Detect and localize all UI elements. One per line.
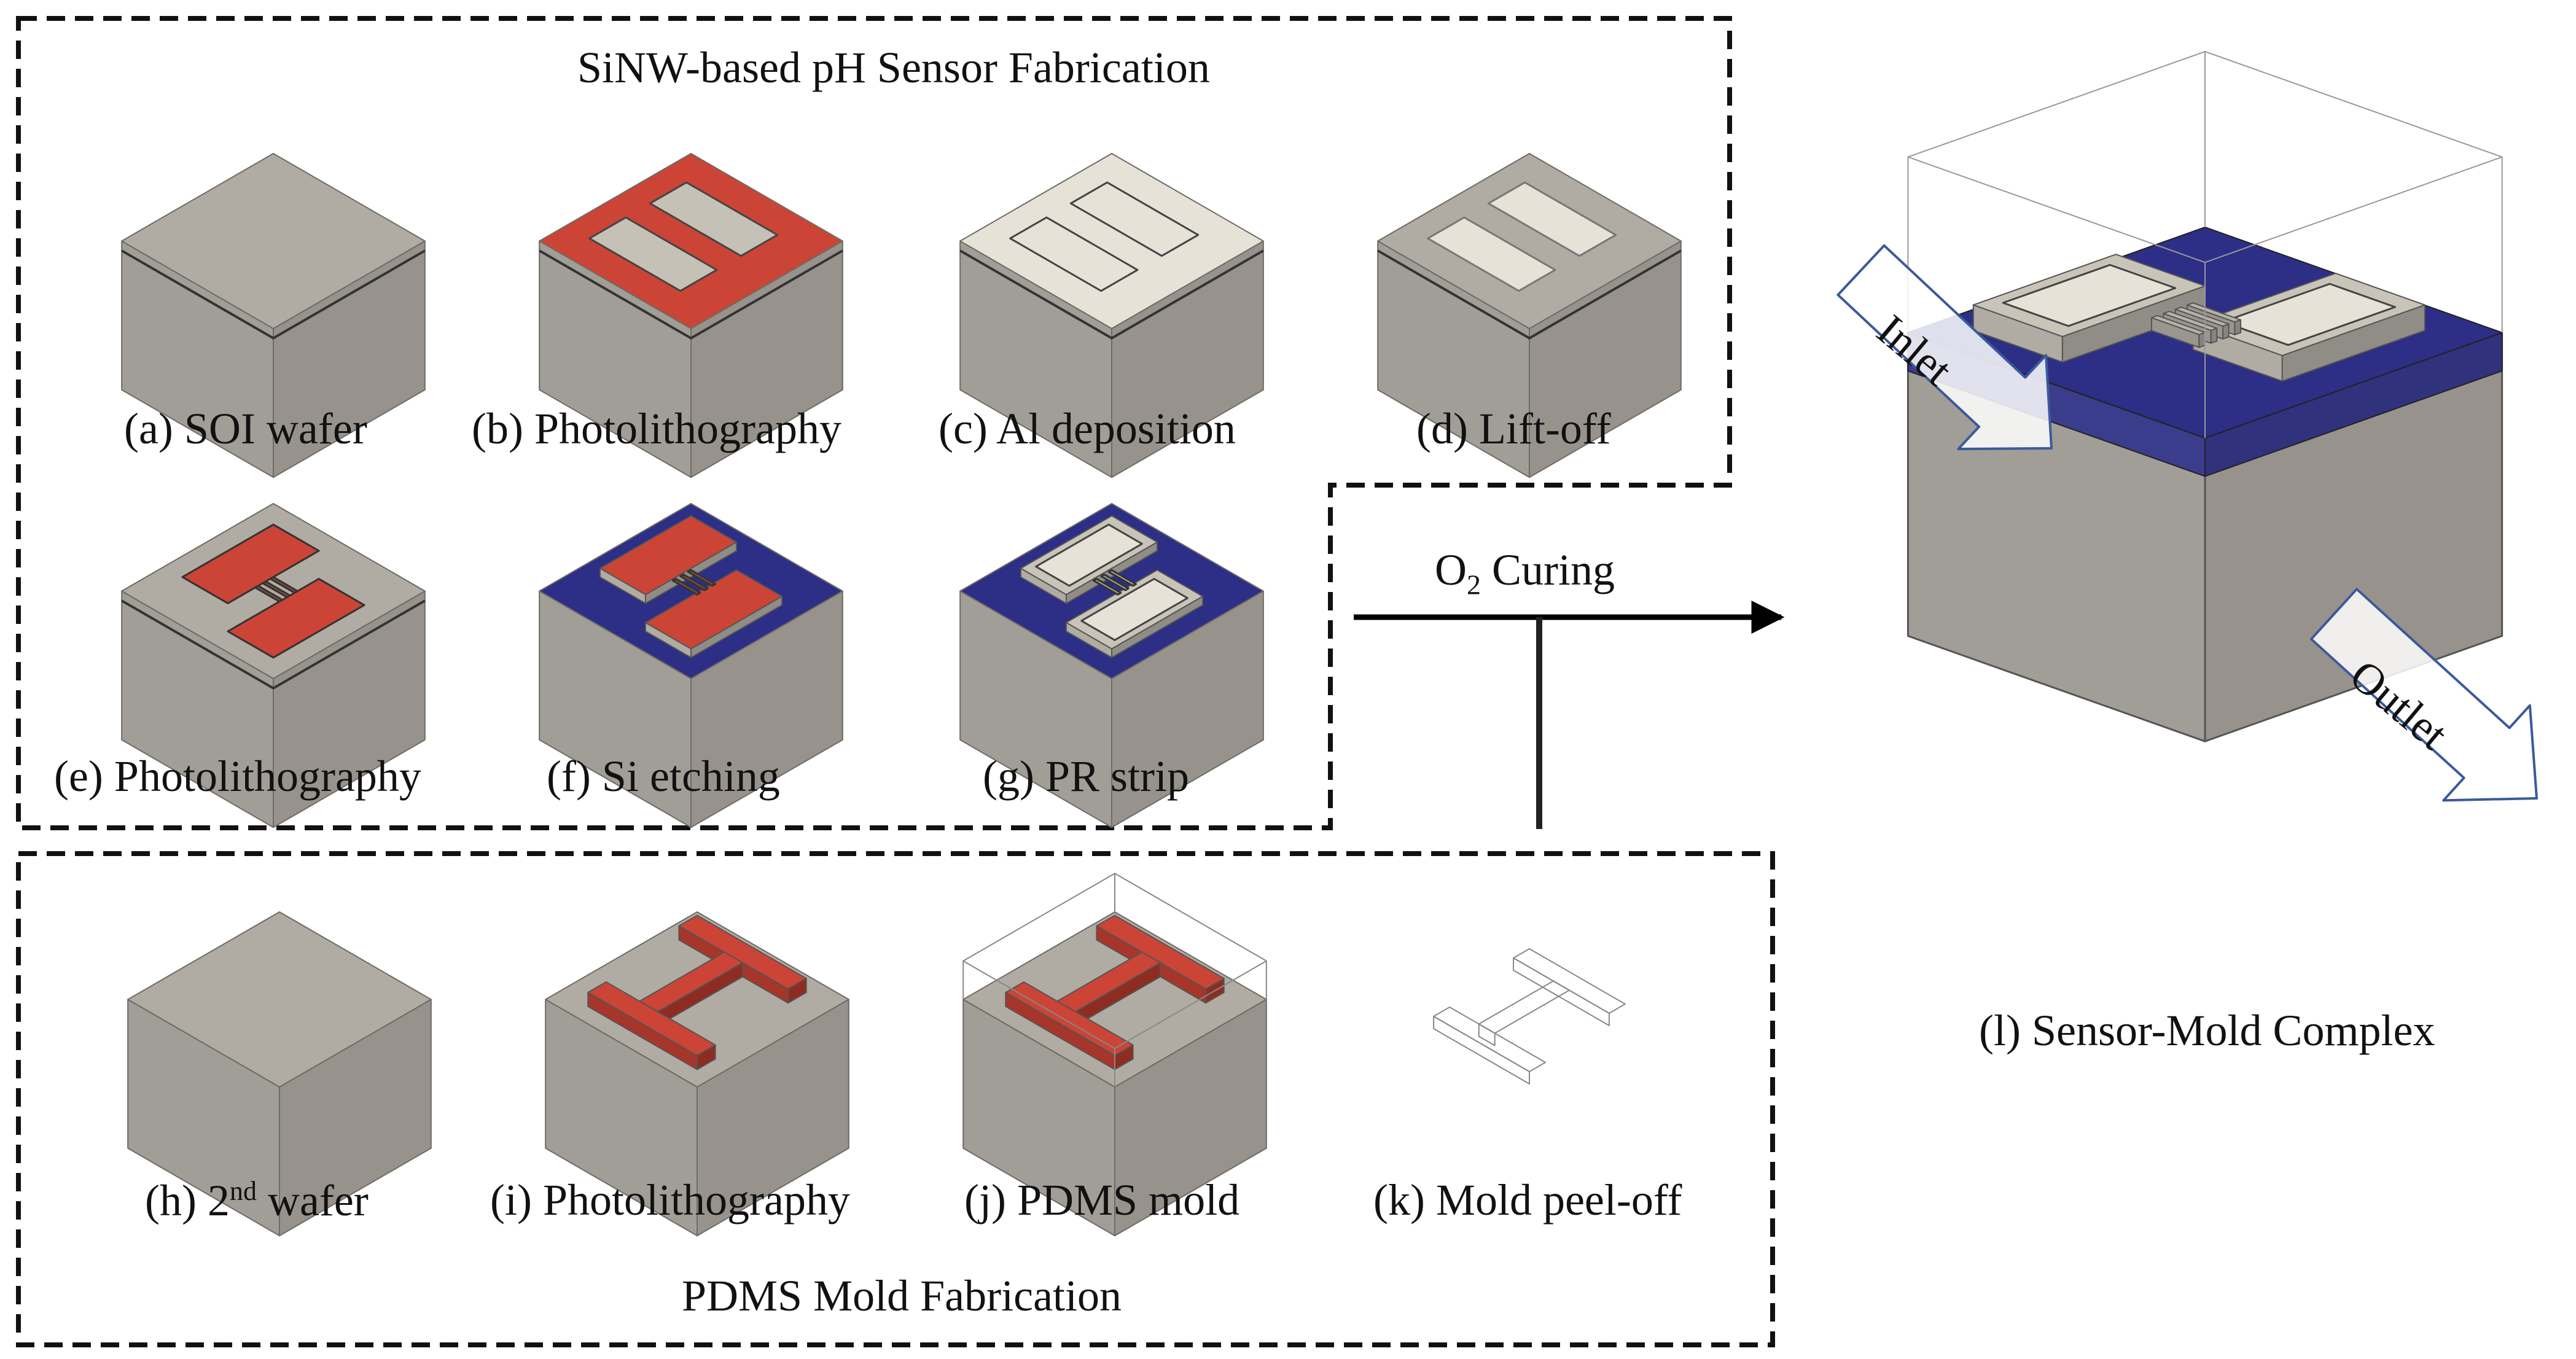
- wafer-i-channel-1-top: [678, 914, 807, 990]
- step-label-b: (b) Photolithography: [472, 404, 841, 453]
- step-label-h-suffix: wafer: [256, 1176, 369, 1225]
- wafer-a-top-face: [121, 153, 426, 329]
- bottom-panel-border: [16, 851, 1775, 1347]
- mold-k-channel-front-3: [1433, 1016, 1530, 1084]
- wafer-d-oxide-line: [1377, 249, 1682, 340]
- wafer-d-al-pad-1: [1487, 181, 1617, 257]
- mold-k-channel-front-2: [1478, 1023, 1496, 1046]
- wafer-f-pad-2-top: [644, 569, 783, 650]
- wafer-b-opening-2: [588, 216, 718, 292]
- wafer-i-channel-3-top: [587, 981, 716, 1056]
- wafer-f-nanowire-2: [679, 573, 709, 591]
- wafer-g-al-1: [1035, 523, 1143, 587]
- step-label-f: (f) Si etching: [547, 752, 780, 801]
- wafer-b-oxide-line: [539, 249, 843, 340]
- wafer-c-pad-outline-2: [1009, 216, 1139, 292]
- wafer-b-opening-1: [649, 181, 779, 257]
- step-label-h: (h) 2nd wafer: [145, 1178, 369, 1223]
- step-label-h-prefix: (h) 2: [145, 1176, 230, 1225]
- wafer-e-pr-pad-2: [227, 578, 365, 659]
- step-label-a: (a) SOI wafer: [124, 404, 367, 453]
- step-label-c: (c) Al deposition: [939, 404, 1236, 453]
- mold-k-channel-top-1: [1513, 948, 1626, 1014]
- wafer-f-nanowire-3: [671, 578, 701, 596]
- bottom-panel-title: PDMS Mold Fabrication: [682, 1271, 1122, 1320]
- wafer-a-oxide-line: [121, 249, 426, 340]
- wafer-e-nanowire-3: [254, 585, 284, 603]
- complex-nanowire-4-top: [2150, 314, 2206, 335]
- wafer-g-nanowire-3: [1092, 578, 1122, 596]
- curing-label-suffix: Curing: [1481, 545, 1615, 594]
- wafer-c-oxide-line: [959, 249, 1264, 340]
- wafer-j-channel-1-top: [1096, 914, 1225, 990]
- complex-nanowire-2-top: [2174, 306, 2230, 327]
- step-label-d: (d) Lift-off: [1416, 404, 1611, 453]
- complex-al-2: [2222, 282, 2397, 346]
- step-label-i: (i) Photolithography: [490, 1175, 850, 1225]
- inlet-arrow: [1836, 244, 2053, 451]
- mold-k-channel-top-2: [1478, 980, 1570, 1034]
- wafer-e-nanowire-2: [262, 580, 291, 598]
- complex-al-1: [2002, 263, 2177, 327]
- wafer-h-top-face: [127, 911, 432, 1088]
- curing-label-prefix: O: [1435, 545, 1467, 594]
- wafer-c-top-face: [959, 153, 1264, 329]
- outlet-arrow: [2310, 588, 2538, 802]
- wafer-d-top-face: [1377, 153, 1682, 329]
- wafer-g-nanowire-1: [1107, 569, 1137, 587]
- curing-label: O2 Curing: [1435, 548, 1615, 599]
- wafer-c-pad-outline-1: [1069, 181, 1200, 257]
- wafer-e-oxide-line: [121, 599, 426, 690]
- mold-k-channel-front-1: [1513, 957, 1610, 1026]
- complex-nanowire-1-top: [2186, 302, 2242, 323]
- wafer-g-al-2: [1080, 578, 1188, 641]
- top-panel-border: [16, 16, 1732, 830]
- step-label-k: (k) Mold peel-off: [1373, 1175, 1682, 1225]
- wafer-e-pr-pad-1: [181, 523, 320, 604]
- step-label-h-superscript: nd: [229, 1176, 257, 1206]
- wafer-f-pad-1-top: [599, 515, 738, 596]
- wafer-d-al-pad-2: [1427, 216, 1556, 292]
- complex-nanowire-3-top: [2163, 311, 2218, 331]
- step-label-e: (e) Photolithography: [54, 752, 421, 801]
- step-label-g: (g) PR strip: [983, 752, 1190, 801]
- mold-k-channel-top-3: [1433, 1007, 1546, 1072]
- wafer-f-nanowire-1: [687, 569, 716, 587]
- wafer-e-top-face: [121, 503, 426, 679]
- step-label-j: (j) PDMS mold: [964, 1175, 1240, 1225]
- wafer-e-nanowire-1: [269, 576, 299, 594]
- wafer-g-nanowire-2: [1100, 573, 1130, 591]
- wafer-b-top-face: [539, 153, 843, 329]
- complex-label: (l) Sensor-Mold Complex: [1979, 1006, 2435, 1055]
- top-panel-title: SiNW-based pH Sensor Fabrication: [577, 43, 1210, 92]
- curing-label-subscript: 2: [1467, 569, 1481, 601]
